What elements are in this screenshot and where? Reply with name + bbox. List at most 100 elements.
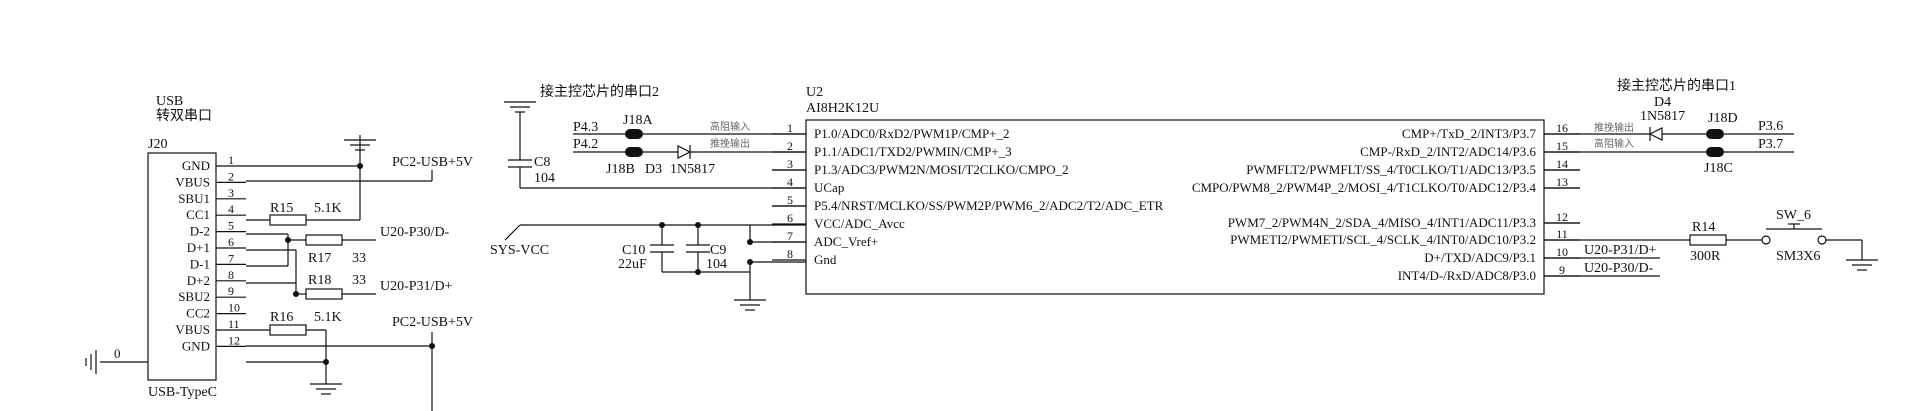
d4-ref: D4: [1654, 95, 1671, 110]
sw6-ref: SW_6: [1776, 208, 1811, 223]
usb-pin-name: GND: [182, 338, 210, 353]
left-in-label: 高阻输入: [710, 120, 750, 133]
usb-pin-name: CC1: [186, 207, 210, 222]
d3-ref: D3: [645, 162, 662, 177]
net-sys-vcc: SYS-VCC: [490, 243, 549, 258]
usb-pin-number: 9: [228, 284, 234, 298]
right-out-label: 推挽输出: [1594, 121, 1634, 134]
mcu-right-pins: 16CMP+/TxD_2/INT3/P3.715CMP-/RxD_2/INT2/…: [1192, 121, 1580, 283]
mcu-right-pin-name: PWM7_2/PWM4N_2/SDA_4/MISO_4/INT1/ADC11/P…: [1228, 215, 1536, 230]
r15-ref: R15: [270, 201, 293, 216]
net-p43: P4.3: [573, 120, 598, 135]
jumper-j18c[interactable]: [1706, 147, 1724, 157]
mcu-right-pin-number: 9: [1559, 263, 1565, 277]
d3-part: 1N5817: [670, 162, 715, 177]
mcu-left-pin-number: 7: [787, 229, 793, 243]
mcu-left-pin-name: ADC_Vref+: [814, 234, 878, 249]
mcu-right-pin-name: D+/TXD/ADC9/P3.1: [1424, 250, 1536, 265]
usb-pin-name: VBUS: [175, 322, 210, 337]
resistor-r15: [269, 214, 307, 226]
usb-ref: J20: [148, 137, 167, 152]
jumper-j18a[interactable]: [625, 129, 643, 139]
mcu-body: [805, 119, 1545, 295]
c10-value: 22uF: [618, 257, 647, 272]
j18c-ref: J18C: [1704, 161, 1733, 176]
r17-ref: R17: [308, 251, 331, 266]
net-p42: P4.2: [573, 137, 598, 152]
sw6-part: SM3X6: [1776, 249, 1820, 264]
usb-pin-name: D-2: [190, 224, 210, 239]
mcu-left-pin-name: Gnd: [814, 252, 837, 267]
net-p37: P3.7: [1758, 137, 1783, 152]
mcu-left-pin-number: 4: [787, 175, 793, 189]
usb-pin-number: 6: [228, 235, 234, 249]
mcu-left-pin-number: 1: [787, 121, 793, 135]
usb-pin-name: D+1: [187, 240, 210, 255]
c9-value: 104: [706, 257, 727, 272]
j18a-ref: J18A: [623, 113, 653, 128]
r15-value: 5.1K: [314, 201, 342, 216]
r18-ref: R18: [308, 273, 331, 288]
usb-subtitle: 转双串口: [156, 108, 212, 124]
jumper-j18d[interactable]: [1706, 129, 1724, 139]
usb-pin-name: SBU1: [178, 191, 210, 206]
switch-sw6-contact-a: [1761, 235, 1771, 245]
r16-value: 5.1K: [314, 310, 342, 325]
usb-pin-name: D+2: [187, 273, 210, 288]
mcu-right-pin-name: PWMETI2/PWMETI/SCL_4/SCLK_4/INT0/ADC10/P…: [1230, 232, 1536, 247]
net-u20-p31-right: U20-P31/D+: [1584, 243, 1657, 258]
resistor-r16: [269, 324, 307, 336]
net-pc2-usb-5v-bottom: PC2-USB+5V: [392, 315, 473, 330]
mcu-left-pin-name: UCap: [814, 180, 844, 195]
mcu-right-pin-name: INT4/D-/RxD/ADC8/P3.0: [1398, 268, 1536, 283]
resistor-r17: [305, 234, 343, 246]
mcu-ref: U2: [806, 85, 823, 100]
mcu-right-pin-name: CMP+/TxD_2/INT3/P3.7: [1402, 126, 1537, 141]
left-serial-link: C8 104 接主控芯片的串口2 P4.3 J18A 高阻输入 P4.2 J18…: [490, 83, 806, 311]
usb-pin-number: 2: [228, 169, 234, 183]
mcu-left-pin-number: 2: [787, 139, 793, 153]
j18d-ref: J18D: [1708, 111, 1738, 126]
usb-pin-number: 11: [228, 317, 240, 331]
mcu-left-pin-number: 8: [787, 247, 793, 261]
mcu-right-pin-number: 11: [1556, 227, 1568, 241]
usb-pin-number: 8: [228, 268, 234, 282]
r16-ref: R16: [270, 310, 293, 325]
c8-value: 104: [534, 171, 555, 186]
usb-pin-name: D-1: [190, 256, 210, 271]
c8-ref: C8: [534, 155, 550, 170]
net-pc2-usb-5v-top: PC2-USB+5V: [392, 155, 473, 170]
usb-pin-number: 10: [228, 301, 240, 315]
d4-part: 1N5817: [1640, 109, 1685, 124]
usb-pin-number: 3: [228, 186, 234, 200]
mcu-left-pin-name: VCC/ADC_Avcc: [814, 216, 905, 231]
mcu-left-pin-number: 6: [787, 211, 793, 225]
mcu-right-pin-number: 12: [1556, 210, 1568, 224]
left-link-title: 接主控芯片的串口2: [540, 83, 659, 100]
j18b-ref: J18B: [606, 162, 635, 177]
jumper-j18b[interactable]: [625, 147, 643, 157]
net-u20-p30-left: U20-P30/D-: [380, 225, 450, 240]
mcu-left-pin-name: P5.4/NRST/MCLKO/SS/PWM2P/PWM6_2/ADC2/T2/…: [814, 198, 1164, 213]
r14-ref: R14: [1692, 220, 1715, 235]
r14-value: 300R: [1690, 249, 1721, 264]
mcu-left-pin-name: P1.0/ADC0/RxD2/PWM1P/CMP+_2: [814, 126, 1010, 141]
r18-value: 33: [352, 273, 366, 288]
usb-pin-number: 12: [228, 333, 240, 347]
net-p36: P3.6: [1758, 119, 1783, 134]
mcu-u2: U2 AI8H2K12U 1 P1.0/ADC0/RxD2/PWM1P/CMP+_…: [772, 85, 1580, 295]
net-u20-p30-right: U20-P30/D-: [1584, 261, 1654, 276]
usb-pin-number: 5: [228, 219, 234, 233]
usb-body: [147, 152, 217, 381]
right-in-label: 高阻输入: [1594, 137, 1634, 150]
shield-label: 0: [114, 346, 121, 361]
resistor-r18: [305, 288, 343, 300]
mcu-left-pin-number: 3: [787, 157, 793, 171]
r17-value: 33: [352, 251, 366, 266]
usb-pin-name: GND: [182, 158, 210, 173]
right-serial-link: 接主控芯片的串口1 D4 1N5817 J18D P3.6 推挽输出 P3.7 …: [1544, 77, 1878, 277]
mcu-part: AI8H2K12U: [806, 101, 879, 116]
usb-pin-number: 4: [228, 202, 234, 216]
